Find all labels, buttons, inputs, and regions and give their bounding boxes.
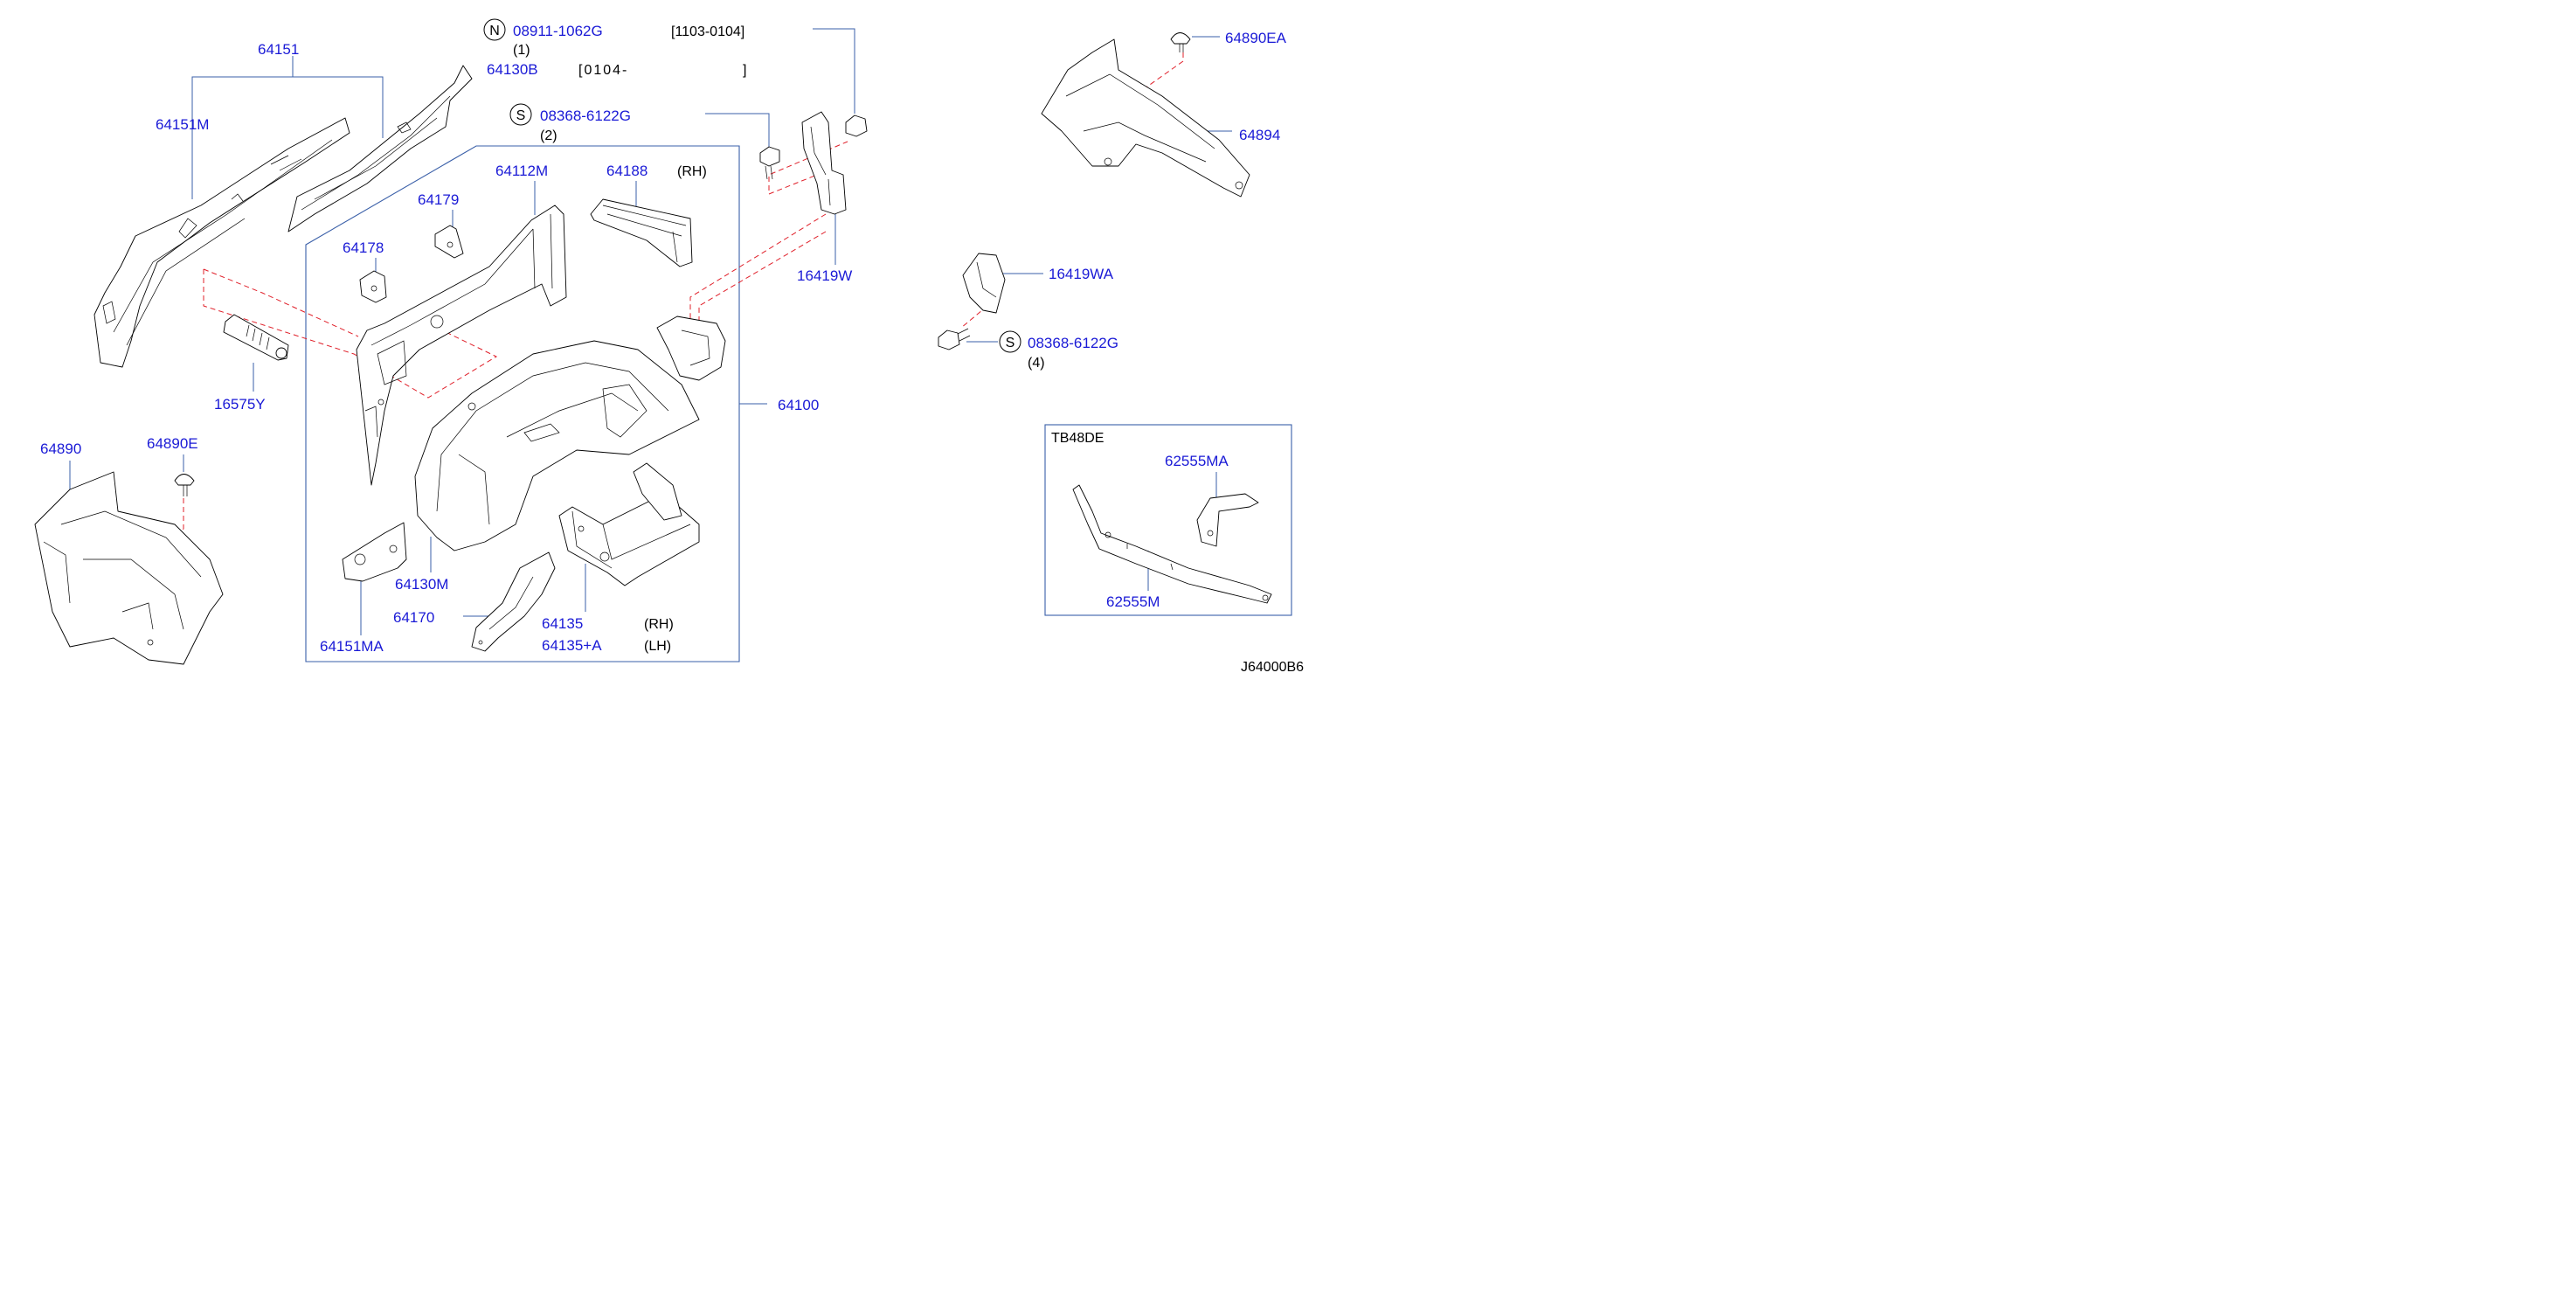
label-64135: 64135 xyxy=(542,615,583,632)
label-16419W: 16419W xyxy=(797,267,852,284)
label-64112M: 64112M xyxy=(495,163,548,179)
screw-symbol-circle-a xyxy=(509,103,532,126)
label-64135A-side: (LH) xyxy=(644,639,671,654)
label-64890E: 64890E xyxy=(147,435,198,452)
label-62555MA: 62555MA xyxy=(1165,453,1229,469)
label-62555M: 62555M xyxy=(1106,593,1160,610)
part-16575Y-shape xyxy=(223,314,289,361)
part-64135-shape xyxy=(558,462,700,586)
screw-symbol-label-a: S xyxy=(516,108,526,123)
part-64170-shape xyxy=(471,551,556,652)
part-64112M-shape xyxy=(356,205,567,486)
part-64151MA-shape xyxy=(342,522,407,582)
label-08911-1062G: 08911-1062G xyxy=(513,23,603,39)
label-64894: 64894 xyxy=(1239,127,1280,143)
part-labels: 64151 64151M 08911-1062G (1) [1103-0104]… xyxy=(40,23,1304,675)
label-64130M: 64130M xyxy=(395,576,448,593)
label-08911-range: [1103-0104] xyxy=(671,24,744,39)
label-64178: 64178 xyxy=(343,239,384,256)
label-tb48de: TB48DE xyxy=(1051,431,1104,446)
part-64890-shape xyxy=(34,471,224,665)
part-62555MA-shape xyxy=(1196,493,1259,547)
label-08911-qty: (1) xyxy=(513,43,530,58)
part-62555M-shape xyxy=(1072,484,1272,604)
label-64890: 64890 xyxy=(40,440,81,457)
clip-64890EA-shape xyxy=(1170,32,1191,52)
screw-symbol-circle-b xyxy=(999,330,1021,353)
label-64151MA: 64151MA xyxy=(320,638,384,655)
part-64100-mount-shape xyxy=(656,316,726,381)
label-64100: 64100 xyxy=(778,397,819,413)
diagram-code: J64000B6 xyxy=(1241,660,1304,675)
label-64188-side: (RH) xyxy=(677,164,707,179)
label-64130B: 64130B xyxy=(487,61,538,78)
label-64130B-range-end: ] xyxy=(743,63,746,78)
part-64188-shape xyxy=(590,198,693,267)
part-16419W-shape xyxy=(801,111,847,215)
label-16575Y: 16575Y xyxy=(214,396,266,413)
label-08368-6122G-a: 08368-6122G xyxy=(540,108,631,124)
bolt-08368-6122G-a-shape xyxy=(759,146,780,180)
group-tb48de-box xyxy=(1044,424,1292,616)
label-64890EA: 64890EA xyxy=(1225,30,1287,46)
label-16419WA: 16419WA xyxy=(1049,266,1114,282)
label-64135A: 64135+A xyxy=(542,637,602,654)
nut-symbol-label: N xyxy=(489,24,500,38)
label-64188: 64188 xyxy=(606,163,647,179)
part-64130M-shape xyxy=(414,340,700,551)
part-16419WA-shape xyxy=(962,253,1006,314)
label-08368-b-qty: (4) xyxy=(1028,356,1045,371)
part-64179-shape xyxy=(434,225,464,259)
label-64135-side: (RH) xyxy=(644,617,674,632)
label-64151M: 64151M xyxy=(156,116,209,133)
label-64151: 64151 xyxy=(258,41,299,58)
nut-08911-1062G-shape xyxy=(845,114,868,137)
part-64894-shape xyxy=(1041,38,1250,198)
label-08368-6122G-b: 08368-6122G xyxy=(1028,335,1118,351)
bolt-08368-6122G-b-shape xyxy=(938,328,971,350)
label-64170: 64170 xyxy=(393,609,434,626)
part-64151-shape xyxy=(287,65,473,232)
nut-symbol-circle xyxy=(483,18,506,41)
screw-symbol-label-b: S xyxy=(1006,336,1015,350)
label-64130B-range-start: [0104- xyxy=(578,63,628,78)
parts-diagram: N S S 64151 64151M 08911-1062G (1) [1103… xyxy=(34,18,1304,675)
label-64179: 64179 xyxy=(418,191,459,208)
clip-64890E-shape xyxy=(174,474,195,496)
part-64151M-shape xyxy=(93,117,350,368)
label-08368-a-qty: (2) xyxy=(540,128,557,143)
part-64178-shape xyxy=(359,270,387,303)
